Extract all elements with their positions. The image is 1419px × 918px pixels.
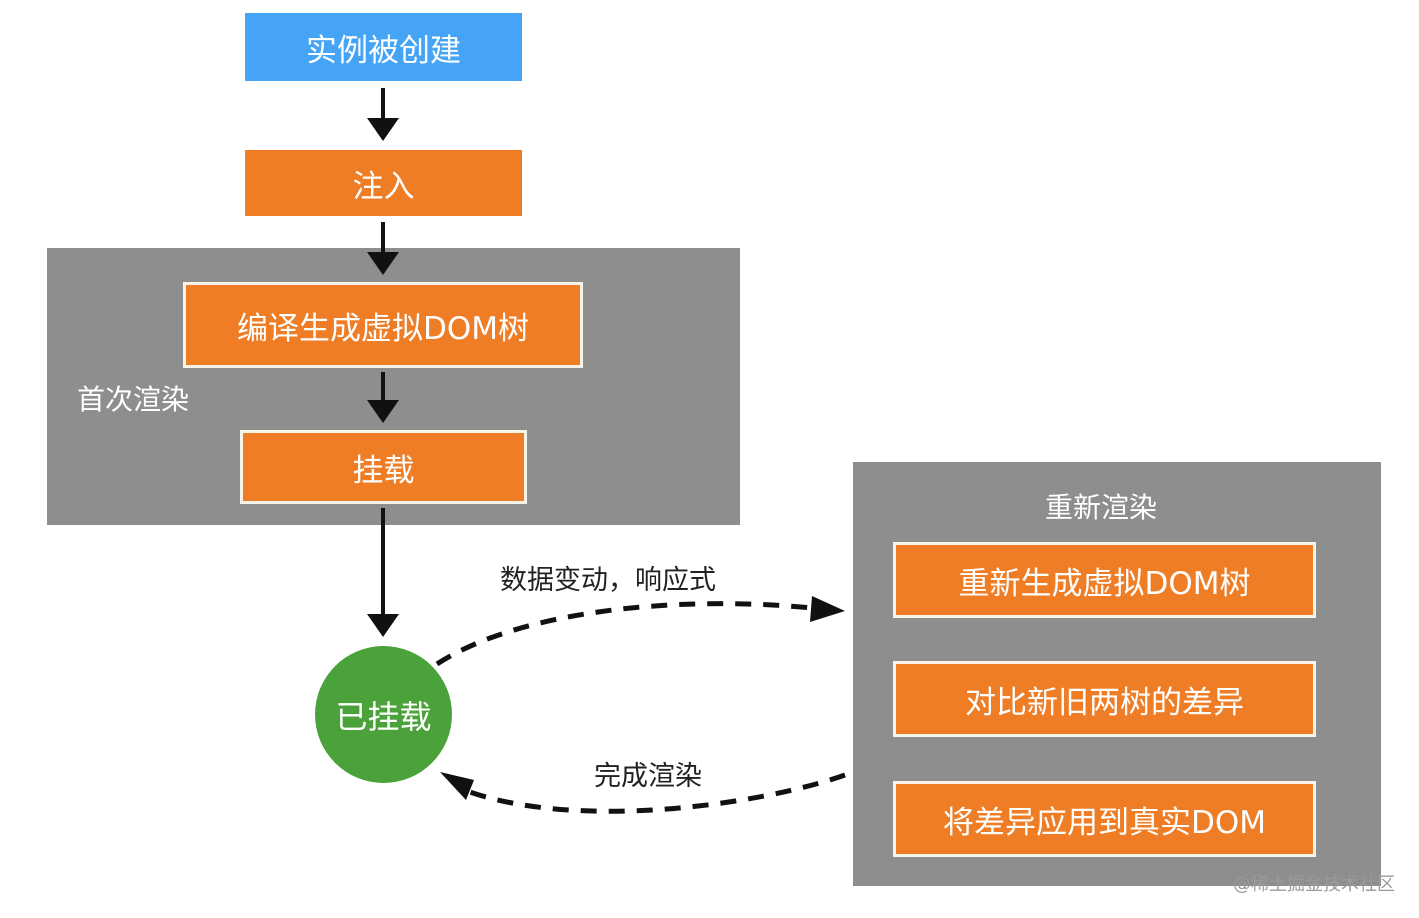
data-change-label: 数据变动，响应式 [500,565,716,596]
inject-node: 注入 [245,150,522,216]
compile-vdom-node: 编译生成虚拟DOM树 [183,282,583,368]
apply-diff-node: 将差异应用到真实DOM [893,781,1316,857]
arrow-inject-to-compile [367,222,399,275]
first-render-label: 首次渲染 [77,383,190,416]
mounted-node: 已挂载 [315,646,452,783]
re-render-label: 重新渲染 [1045,491,1158,524]
footer-credit: @稀土掘金技术社区 [1233,874,1395,895]
diff-trees-node: 对比新旧两树的差异 [893,661,1316,737]
arrow-instance-to-inject [367,88,399,141]
instance-created-node: 实例被创建 [245,13,522,81]
regen-vdom-node: 重新生成虚拟DOM树 [893,542,1316,618]
mount-node: 挂载 [240,430,527,504]
arrow-render-done [440,772,846,814]
arrow-mount-to-mounted [367,508,399,637]
render-done-label: 完成渲染 [594,761,702,792]
arrow-compile-to-mount [367,372,399,423]
arrow-data-change [435,596,845,667]
